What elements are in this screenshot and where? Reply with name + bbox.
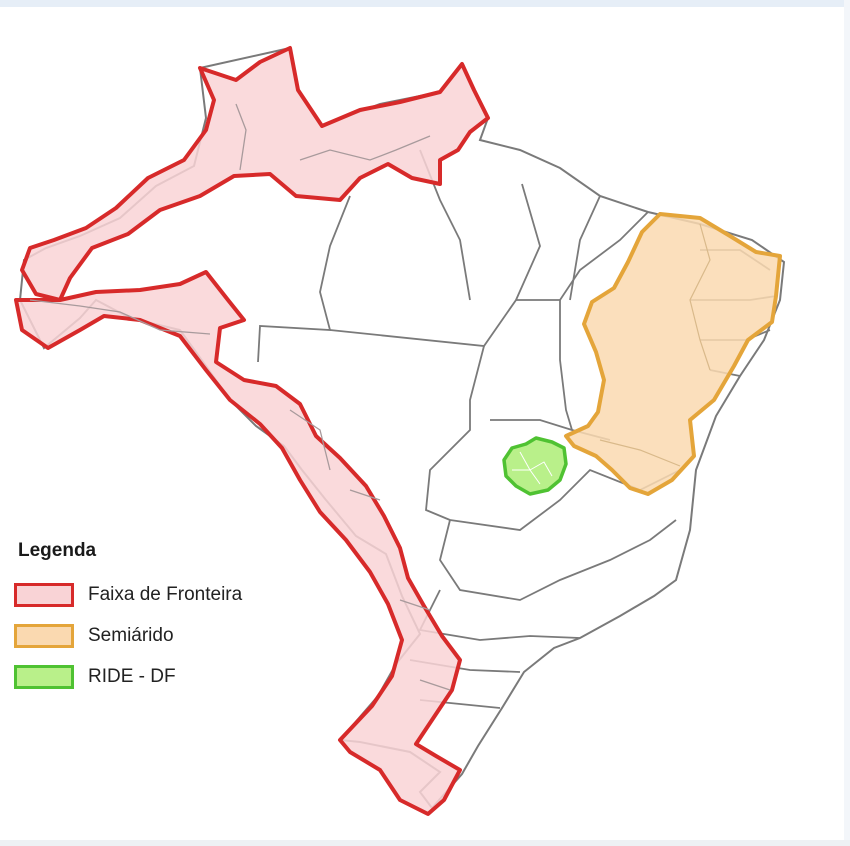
semiarido-internal-borders [599,223,711,467]
state-border [516,211,649,301]
legend-title: Legenda [18,540,97,561]
state-border [399,599,431,611]
legend-label-ride-df: RIDE - DF [88,665,176,687]
fronteira-internal-borders [29,103,451,691]
bottom-edge-strip [0,840,850,846]
state-border [349,489,381,501]
state-border [299,135,431,161]
legend-item-ride-df: RIDE - DF [14,656,334,697]
state-border [257,195,351,363]
municipal-border [512,469,541,485]
state-border [419,679,451,691]
faixa-de-fronteira-north [20,46,490,302]
map-legend: Legenda Faixa de Fronteira Semiárido RID… [14,540,334,697]
legend-item-faixa-de-fronteira: Faixa de Fronteira [14,574,334,615]
state-border [235,103,247,171]
state-border [439,519,677,601]
right-edge-strip [844,0,850,846]
state-border [29,299,211,335]
state-border [289,409,331,471]
state-border [689,223,711,371]
legend-swatch-faixa-de-fronteira [14,582,74,607]
state-border [425,345,485,521]
legend-swatch-semiarido [14,623,74,648]
legend-item-semiarido: Semiárido [14,615,334,656]
legend-label-faixa-de-fronteira: Faixa de Fronteira [88,583,243,605]
ride-df-region [502,436,568,496]
legend-swatch-ride-df [14,664,74,689]
state-border [559,300,573,431]
state-border [599,439,681,467]
top-strip [0,0,850,7]
legend-label-semiarido: Semiárido [88,624,174,646]
faixa-de-fronteira-west-south [14,270,462,816]
ride-df-municipal-borders [512,451,553,485]
municipal-border [519,451,553,477]
semiarido-region [564,212,782,496]
state-border [569,195,601,301]
